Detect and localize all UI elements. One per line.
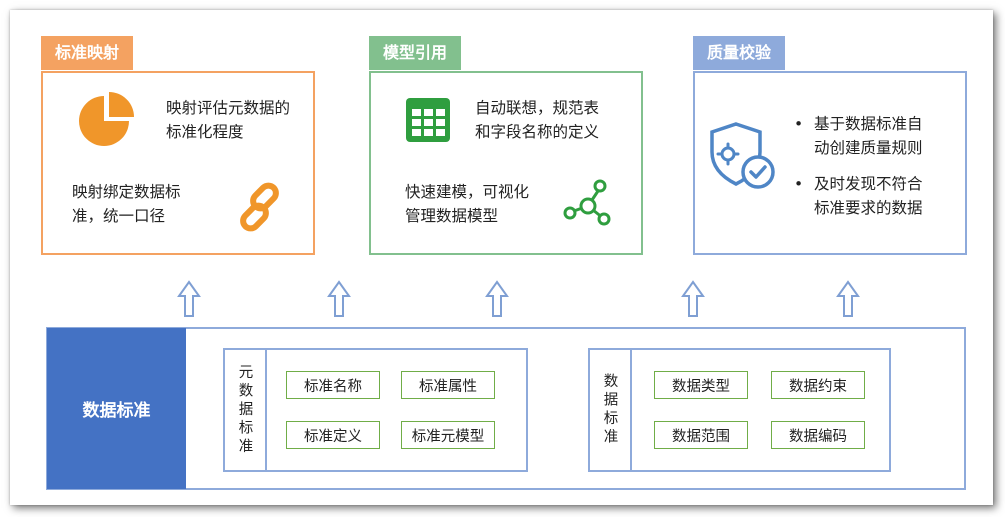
mapping-text-2: 映射绑定数据标 准，统一口径: [72, 180, 181, 228]
quality-bullet-1-line-2: 动创建质量规则: [814, 139, 923, 157]
data-standard-title: 数据标准: [47, 328, 186, 489]
mapping-line-4: 准，统一口径: [72, 207, 166, 225]
model-text-2: 快速建模，可视化 管理数据模型: [405, 180, 529, 228]
data-item: 数据编码: [771, 421, 865, 449]
data-item: 数据约束: [771, 371, 865, 399]
meta-standard-group: 元数据标准: [223, 348, 528, 472]
model-text-1: 自动联想，规范表 和字段名称的定义: [475, 96, 599, 144]
pie-chart-icon: [79, 92, 134, 146]
meta-item: 标准元模型: [401, 421, 495, 449]
model-line-1: 自动联想，规范表: [475, 99, 600, 117]
up-arrow-icon: [681, 280, 705, 317]
card-mapping-title: 标准映射: [41, 36, 134, 70]
table-grid-icon: [406, 98, 450, 142]
data-item: 数据范围: [654, 421, 748, 449]
up-arrow-icon: [177, 280, 201, 317]
quality-bullet-2-line-2: 标准要求的数据: [814, 199, 923, 217]
model-line-3: 快速建模，可视化: [405, 183, 530, 201]
card-quality-title: 质量校验: [693, 36, 786, 70]
shield-check-icon: [710, 122, 775, 189]
card-mapping: [41, 71, 315, 255]
quality-bullet-2-line-1: 及时发现不符合: [814, 175, 923, 193]
quality-bullet-1-line-1: 基于数据标准自: [814, 115, 923, 133]
mapping-line-2: 标准化程度: [166, 123, 244, 141]
card-model-title: 模型引用: [369, 36, 462, 70]
meta-standard-label-box: 元数据标准: [225, 350, 267, 470]
card-quality: [693, 71, 967, 255]
model-line-2: 和字段名称的定义: [475, 123, 600, 141]
up-arrow-icon: [485, 280, 509, 317]
molecule-network-icon: [563, 179, 611, 226]
up-arrow-icon: [836, 280, 860, 317]
chain-link-icon: [240, 182, 279, 232]
up-arrow-icon: [327, 280, 351, 317]
quality-bullets: 基于数据标准自 动创建质量规则 及时发现不符合 标准要求的数据: [788, 112, 923, 232]
model-line-4: 管理数据模型: [405, 207, 499, 225]
meta-item: 标准定义: [286, 421, 380, 449]
data-item: 数据类型: [654, 371, 748, 399]
mapping-line-1: 映射评估元数据的: [166, 99, 291, 117]
data-standard-label: 数据标准: [601, 373, 618, 447]
data-standard-label-box: 数据标准: [590, 350, 632, 470]
meta-item: 标准名称: [286, 371, 380, 399]
meta-item: 标准属性: [401, 371, 495, 399]
meta-standard-label: 元数据标准: [236, 363, 253, 457]
mapping-line-3: 映射绑定数据标: [72, 183, 181, 201]
quality-bullet-1: 基于数据标准自 动创建质量规则: [788, 112, 923, 160]
data-standard-group: 数据标准: [588, 348, 891, 472]
quality-bullet-2: 及时发现不符合 标准要求的数据: [788, 172, 923, 220]
mapping-text-1: 映射评估元数据的 标准化程度: [166, 96, 290, 144]
